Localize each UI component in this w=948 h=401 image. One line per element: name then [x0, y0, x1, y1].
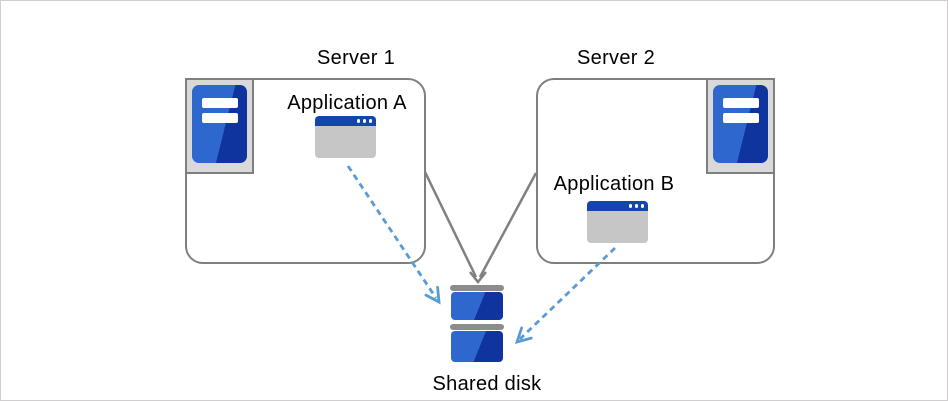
server1-icon-frame: [185, 78, 254, 174]
shared-disk-label: Shared disk: [432, 373, 542, 395]
disk-top-bar: [450, 285, 504, 291]
server-slot: [201, 113, 238, 123]
server-tower-icon: [713, 85, 768, 163]
window-body: [315, 126, 376, 158]
application-a-label: Application A: [287, 92, 407, 114]
connector-arrowhead-icon: [469, 271, 487, 285]
server-slot: [722, 98, 759, 108]
window-dot-icon: [357, 119, 361, 123]
window-dot-icon: [629, 204, 633, 208]
window-dot-icon: [640, 204, 644, 208]
disk-platter: [451, 331, 503, 362]
disk-platter: [451, 292, 503, 320]
arrowhead-icon: [514, 326, 533, 345]
window-body: [587, 211, 648, 243]
server-slot: [201, 98, 238, 108]
connector-server1-disk: [423, 171, 478, 278]
window-dot-icon: [368, 119, 372, 123]
application-window-icon: [315, 116, 376, 158]
window-dot-icon: [363, 119, 367, 123]
server2-icon-frame: [706, 78, 775, 174]
disk-top-bar: [450, 324, 504, 330]
server1-label: Server 1: [317, 47, 395, 69]
arrowhead-icon: [424, 285, 441, 305]
server-tower-icon: [192, 85, 247, 163]
shared-disk-icon: [450, 285, 504, 362]
server2-label: Server 2: [577, 47, 655, 69]
window-titlebar: [315, 116, 376, 126]
connector-server2-disk: [478, 172, 538, 278]
server-slot: [722, 113, 759, 123]
application-b-label: Application B: [553, 173, 675, 195]
application-window-icon: [587, 201, 648, 243]
window-titlebar: [587, 201, 648, 211]
window-dot-icon: [635, 204, 639, 208]
